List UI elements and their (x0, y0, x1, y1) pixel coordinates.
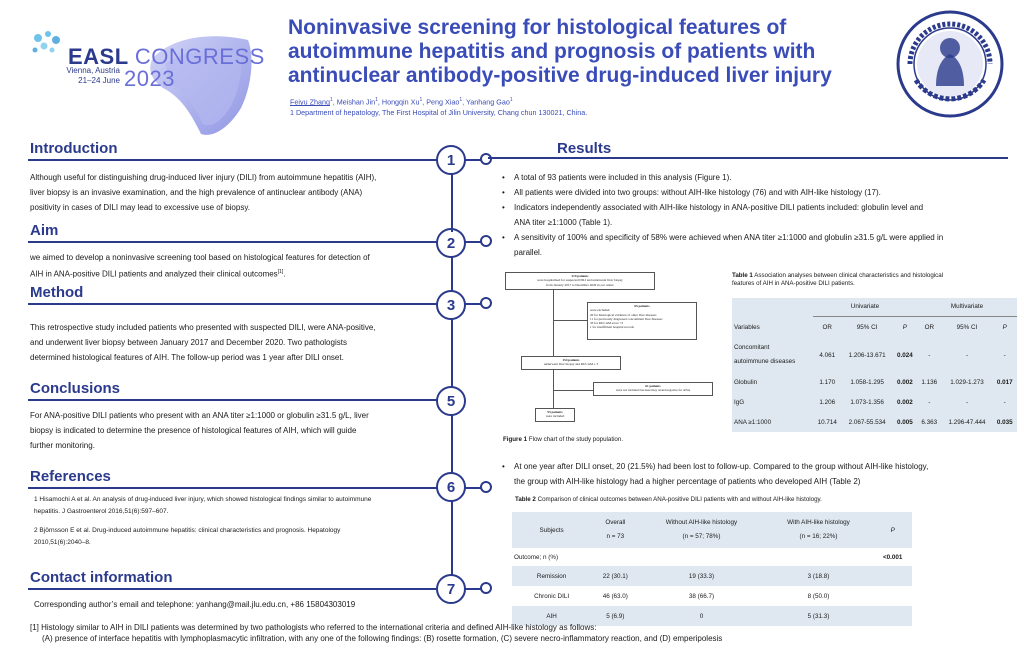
section-number-2: 2 (436, 228, 466, 258)
result-bullet: All patients were divided into two group… (500, 185, 1010, 200)
references-heading: References (30, 468, 111, 485)
reference-2: 2 Björnsson E et al. Drug-induced autoim… (34, 527, 341, 534)
method-text: This retrospective study included patien… (30, 323, 376, 362)
aim-text: we aimed to develop a noninvasive screen… (30, 253, 370, 279)
logo-dots-icon (32, 31, 60, 53)
figure1-flowchart: 219 patients were hospitalized for suspe… (497, 270, 722, 438)
table2-row: Outcome; n (%) <0.001 (514, 553, 903, 561)
connector-line (465, 159, 483, 161)
conclusions-text: For ANA-positive DILI patients who prese… (30, 411, 369, 450)
table2-row: AIH 5 (6.9) 0 5 (31.3) (512, 606, 912, 626)
timeline-line (451, 500, 453, 576)
results-heading: Results (557, 140, 612, 157)
flow-box-219: 219 patients were hospitalized for suspe… (505, 272, 655, 290)
timeline-line (451, 318, 453, 388)
table1-row: IgG 1.206 1.073-1.356 0.002 - - - (734, 398, 1006, 406)
university-seal-icon (894, 8, 1006, 120)
connector-dot (480, 582, 492, 594)
easl-congress-logo: EASL CONGRESS 2023 Vienna, Austria 21–24… (28, 22, 265, 137)
contact-heading: Contact information (30, 569, 173, 586)
connector-line (465, 588, 483, 590)
footnote: [1] Histology similar to AIH in DILI pat… (30, 623, 723, 643)
results-bullets: A total of 93 patients were included in … (500, 170, 1010, 260)
author-list: Feiyu Zhang1, Meishan Jin1, Hongqin Xu1,… (290, 97, 513, 107)
flow-box-61: 61 patients were not included because th… (593, 382, 713, 396)
results-rule (488, 157, 1008, 159)
connector-line (465, 241, 483, 243)
method-rule (28, 303, 440, 305)
conclusions-rule (28, 399, 440, 401)
results-bullets-2: At one year after DILI onset, 20 (21.5%)… (500, 459, 1010, 489)
poster-title: Noninvasive screening for histological f… (288, 16, 832, 87)
result-bullet: A sensitivity of 100% and specificity of… (500, 230, 1010, 260)
aim-rule (28, 241, 440, 243)
flow-box-154: 154 patients underwent liver biopsy and … (521, 356, 621, 370)
timeline-line (451, 414, 453, 474)
table1-row: Globulin 1.170 1.058-1.295 0.002 1.136 1… (734, 378, 1013, 386)
section-number-3: 3 (436, 290, 466, 320)
references-rule (28, 487, 440, 489)
connector-line (465, 487, 483, 489)
contact-text: Corresponding author’s email and telepho… (34, 600, 356, 609)
connector-dot (480, 153, 492, 165)
flow-box-65: 65 patients were excluded: 20 for histol… (587, 302, 697, 340)
connector-dot (480, 297, 492, 309)
introduction-text: Although useful for distinguishing drug-… (30, 173, 377, 212)
introduction-rule (28, 159, 440, 161)
liver-illustration (150, 36, 252, 135)
table1-caption: Table 1 Association analyses between cli… (732, 272, 944, 287)
section-number-7: 7 (436, 574, 466, 604)
introduction-heading: Introduction (30, 140, 118, 157)
author-name: Hongqin Xu (381, 97, 420, 107)
table2-row: Chronic DILI 46 (63.0) 38 (66.7) 8 (50.0… (534, 592, 830, 600)
contact-rule (28, 588, 440, 590)
result-bullet: Indicators independently associated with… (500, 200, 1010, 230)
conclusions-heading: Conclusions (30, 380, 121, 397)
result-bullet: A total of 93 patients were included in … (500, 170, 1010, 185)
timeline-line (451, 256, 453, 292)
figure1-caption: Figure 1 Flow chart of the study populat… (503, 436, 624, 443)
connector-line (465, 303, 483, 305)
author-name: Peng Xiao (426, 97, 460, 107)
references-list: 1 Hisamochi A et al. An analysis of drug… (34, 494, 444, 549)
connector-dot (480, 235, 492, 247)
aim-heading: Aim (30, 222, 59, 239)
reference-1: 1 Hisamochi A et al. An analysis of drug… (34, 496, 372, 503)
table2-row: Remission 22 (30.1) 19 (33.3) 3 (18.8) (512, 566, 912, 586)
table1: Univariate Multivariate Variables OR 95%… (732, 298, 1017, 432)
timeline-line (451, 174, 453, 232)
author-name: Feiyu Zhang (290, 97, 330, 107)
logo-place: Vienna, Austria 21–24 June (66, 66, 120, 85)
author-name: Yanhang Gao (466, 97, 510, 107)
connector-dot (480, 481, 492, 493)
logo-text: EASL CONGRESS 2023 (68, 44, 265, 91)
author-name: Meishan Jin (336, 97, 376, 107)
table1-row: ANA ≥1:1000 10.714 2.067-55.534 0.005 6.… (734, 418, 1013, 426)
method-heading: Method (30, 284, 84, 301)
affiliation: 1 Department of hepatology, The First Ho… (290, 108, 588, 117)
section-number-1: 1 (436, 145, 466, 175)
result-bullet: At one year after DILI onset, 20 (21.5%)… (500, 459, 1010, 489)
table2-caption: Table 2 Comparison of clinical outcomes … (515, 496, 822, 503)
section-number-5: 5 (436, 386, 466, 416)
flow-box-93: 93 patients were included (535, 408, 575, 422)
